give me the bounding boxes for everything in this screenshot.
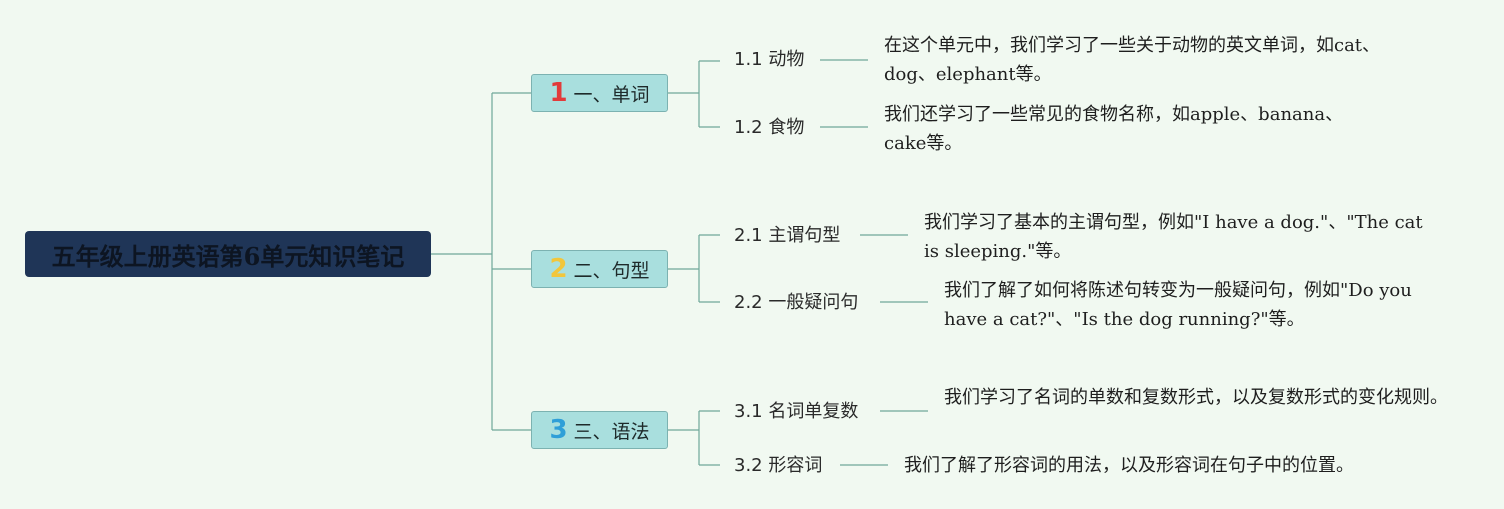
branch-node-1: 1 一、单词 — [531, 74, 668, 112]
detail-3-1: 我们学习了名词的单数和复数形式，以及复数形式的变化规则。 — [944, 387, 1448, 408]
number-badge-2: 2 — [549, 254, 568, 284]
root-node: 五年级上册英语第6单元知识笔记 — [25, 231, 431, 277]
detail-3-2: 我们了解了形容词的用法，以及形容词在句子中的位置。 — [904, 455, 1354, 476]
sub-node-1-2: 1.2 食物 — [734, 117, 805, 138]
connector-b3 — [668, 410, 720, 466]
sub-node-2-2: 2.2 一般疑问句 — [734, 292, 859, 313]
number-badge-3: 3 — [549, 415, 568, 445]
branch-label-2: 二、句型 — [573, 259, 650, 282]
branch-label-1: 一、单词 — [573, 83, 650, 106]
detail-1-1: 在这个单元中，我们学习了一些关于动物的英文单词，如cat、dog、elephan… — [884, 35, 1381, 85]
connector-b2 — [668, 234, 720, 303]
root-title: 五年级上册英语第6单元知识笔记 — [51, 241, 405, 271]
branch-label-3: 三、语法 — [573, 420, 650, 443]
sub-node-3-1: 3.1 名词单复数 — [734, 401, 859, 422]
sub-node-3-2: 3.2 形容词 — [734, 455, 823, 476]
connector-b1 — [668, 60, 720, 128]
detail-1-2: 我们还学习了一些常见的食物名称，如apple、banana、cake等。 — [884, 104, 1344, 154]
detail-2-2: 我们了解了如何将陈述句转变为一般疑问句，例如"Do you have a cat… — [944, 280, 1412, 330]
sub-node-1-1: 1.1 动物 — [734, 49, 805, 70]
branch-node-3: 3 三、语法 — [531, 411, 668, 449]
branch-node-2: 2 二、句型 — [531, 250, 668, 288]
sub-node-2-1: 2.1 主谓句型 — [734, 225, 841, 246]
number-badge-1: 1 — [549, 78, 568, 108]
detail-2-1: 我们学习了基本的主谓句型，例如"I have a dog."、"The cat … — [924, 212, 1423, 262]
